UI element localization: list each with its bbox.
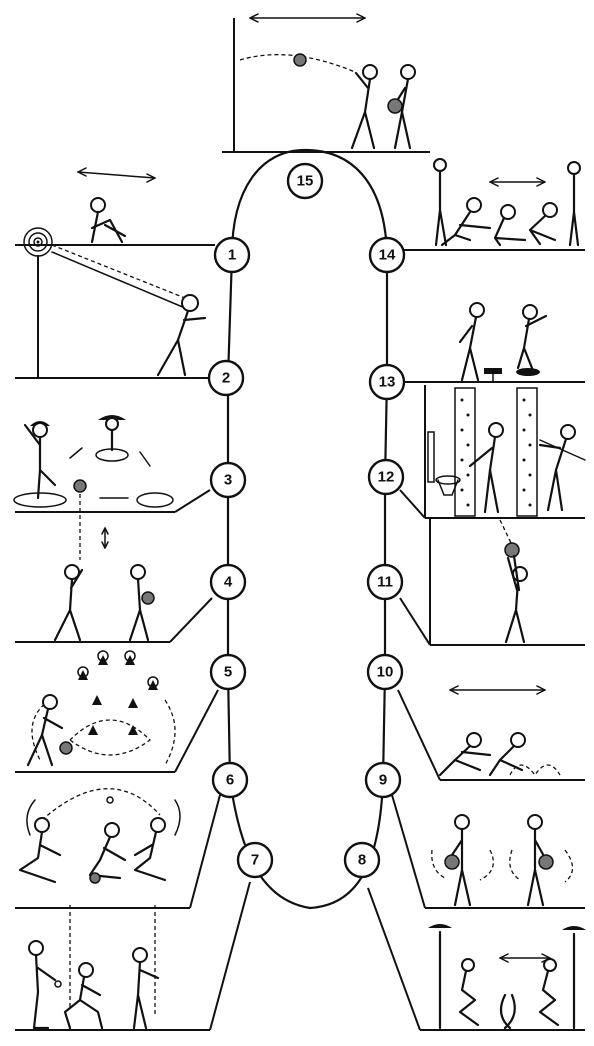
- svg-text:2: 2: [222, 370, 230, 387]
- scene-15-wall-toss: [222, 14, 430, 152]
- station-node-15: 15: [288, 164, 322, 198]
- scene-3-hoop-pass: [14, 415, 173, 560]
- scene-4-dribble-walk: [55, 528, 154, 640]
- station-node-6: 6: [213, 763, 247, 797]
- svg-text:6: 6: [226, 772, 234, 789]
- station-node-7: 7: [238, 843, 272, 877]
- scene-5-cone-dribble: [28, 651, 175, 765]
- svg-text:7: 7: [251, 852, 259, 869]
- left-floors: [15, 245, 250, 1030]
- svg-text:13: 13: [379, 374, 396, 391]
- scene-14-group-crawl: [434, 159, 580, 245]
- svg-text:14: 14: [379, 247, 396, 264]
- svg-text:12: 12: [378, 469, 395, 486]
- scene-13-balance-board: [460, 303, 546, 382]
- station-node-13: 13: [370, 365, 404, 399]
- station-node-11: 11: [368, 565, 402, 599]
- scene-1-target-throw: [24, 168, 205, 378]
- svg-text:15: 15: [297, 173, 314, 190]
- scene-6-seated-pass: [20, 789, 180, 1015]
- scene-12-basket-wallbars: [428, 388, 585, 516]
- station-node-8: 8: [345, 843, 379, 877]
- svg-text:10: 10: [377, 664, 394, 681]
- svg-text:3: 3: [224, 472, 232, 489]
- station-node-12: 12: [369, 460, 403, 494]
- station-node-5: 5: [211, 655, 245, 689]
- scene-8-jumping: [428, 924, 586, 1028]
- svg-text:11: 11: [377, 574, 393, 591]
- station-node-10: 10: [368, 655, 402, 689]
- station-nodes: 15 1 14 2 13 3 12 4: [209, 164, 404, 877]
- scene-10-crawl-roll: [440, 686, 560, 775]
- svg-text:4: 4: [224, 574, 233, 591]
- station-node-2: 2: [209, 361, 243, 395]
- station-node-3: 3: [211, 463, 245, 497]
- right-floors: [368, 250, 585, 1030]
- station-node-4: 4: [211, 565, 245, 599]
- station-node-9: 9: [366, 763, 400, 797]
- svg-text:5: 5: [224, 664, 232, 681]
- circuit-loop: [228, 150, 387, 908]
- svg-text:8: 8: [358, 852, 366, 869]
- scene-11-overhead-throw: [500, 520, 527, 642]
- svg-text:9: 9: [379, 772, 387, 789]
- svg-text:1: 1: [228, 247, 236, 264]
- scene-9-ball-circles: [432, 815, 573, 905]
- station-node-14: 14: [370, 238, 404, 272]
- scene-7-squat-catch: [29, 941, 158, 1028]
- station-node-1: 1: [215, 238, 249, 272]
